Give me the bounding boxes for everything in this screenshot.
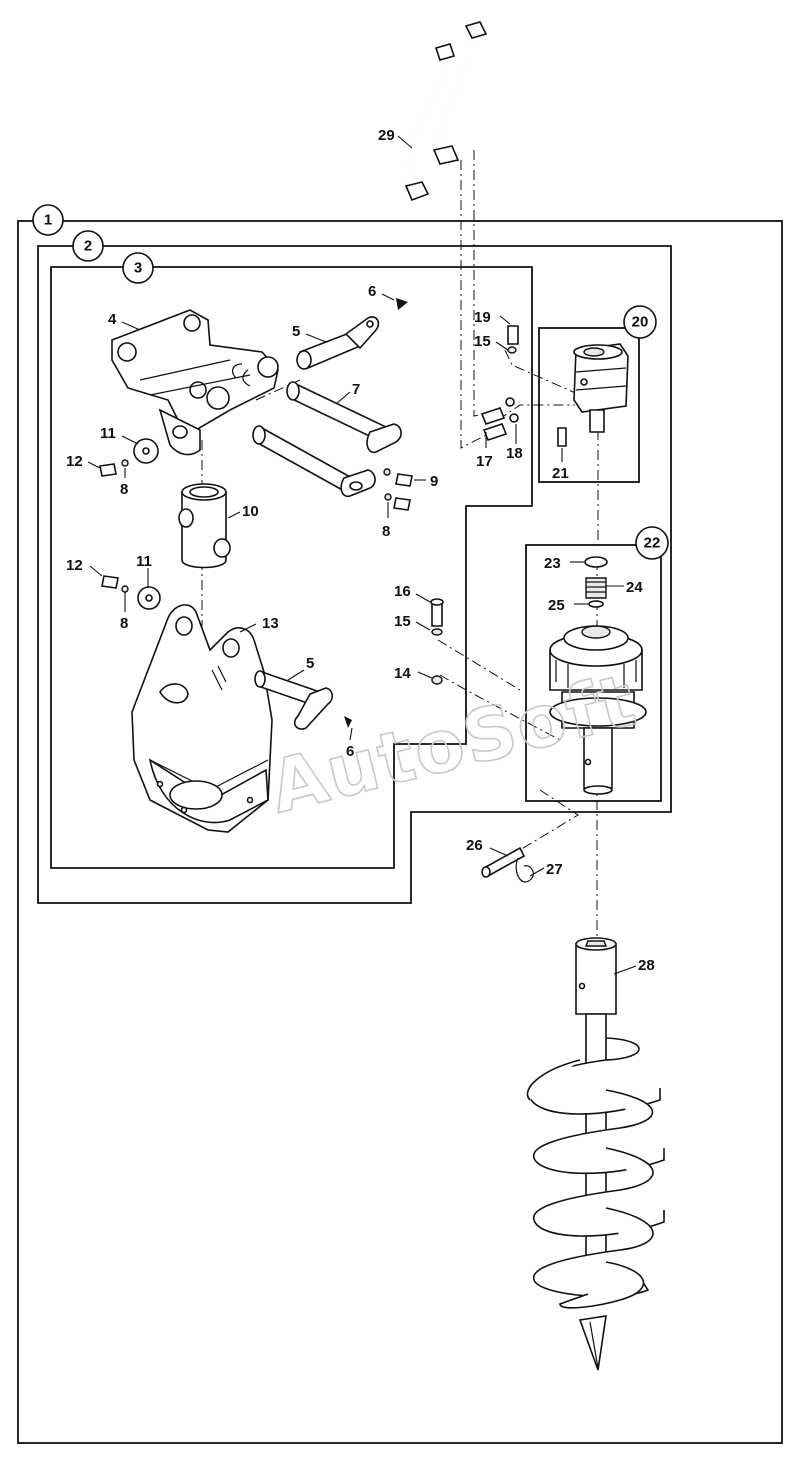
retaining-pin [481,846,534,883]
callout-27: 27 [546,861,563,878]
pin-lower [254,670,334,730]
callout-5-lower: 5 [306,655,314,672]
pin-upper [296,316,380,370]
callout-21: 21 [552,465,569,482]
callout-8-right: 8 [382,523,390,540]
callout-29: 29 [378,127,395,144]
frame-assembly-3 [50,266,533,869]
callout-15-lower: 15 [394,613,411,630]
mounting-bracket [111,309,279,456]
callout-23: 23 [544,555,561,572]
callout-16: 16 [394,583,411,600]
callout-leaders [87,135,637,975]
frame-assembly-22 [525,544,662,802]
callout-24: 24 [626,579,643,596]
callout-8-upper-left: 8 [120,481,128,498]
assembly-label-22: 22 [644,535,661,552]
callout-25: 25 [548,597,565,614]
swivel-tube [178,483,231,569]
planetary-gearbox [549,556,647,795]
frame-assembly-1 [17,220,783,1444]
callout-10: 10 [242,503,259,520]
callout-12-lower: 12 [66,557,83,574]
callout-6-lower: 6 [346,743,354,760]
callout-labels: 29 6 4 5 7 11 12 8 9 8 10 12 11 8 13 5 6… [66,127,655,974]
callout-28: 28 [638,957,655,974]
assembly-label-2: 2 [84,238,92,255]
assembly-centerlines [201,150,599,960]
auger-hanger [131,604,273,833]
hydraulic-hoses [404,21,488,202]
callout-13: 13 [262,615,279,632]
callout-12-upper: 12 [66,453,83,470]
callout-19: 19 [474,309,491,326]
callout-26: 26 [466,837,483,854]
assembly-label-3: 3 [134,260,142,277]
callout-14: 14 [394,665,411,682]
frame-assembly-2 [37,245,672,904]
callout-11-lower: 11 [136,553,152,570]
callout-5-upper: 5 [292,323,300,340]
callout-15-upper: 15 [474,333,491,350]
assembly-label-1: 1 [44,212,52,229]
callout-9: 9 [430,473,438,490]
callout-4: 4 [108,311,117,328]
callout-6-upper: 6 [368,283,376,300]
callout-18: 18 [506,445,523,462]
auger-bit [526,937,665,1371]
assembly-frames [17,220,783,1444]
pins-long [252,381,402,498]
assembly-markers: 1 2 3 20 22 [32,204,669,560]
callout-8-lower: 8 [120,615,128,632]
callout-11-upper: 11 [100,425,116,442]
callout-17: 17 [476,453,493,470]
callout-7: 7 [352,381,360,398]
small-hardware [99,298,567,728]
hydraulic-motor [573,343,629,433]
assembly-label-20: 20 [632,314,649,331]
